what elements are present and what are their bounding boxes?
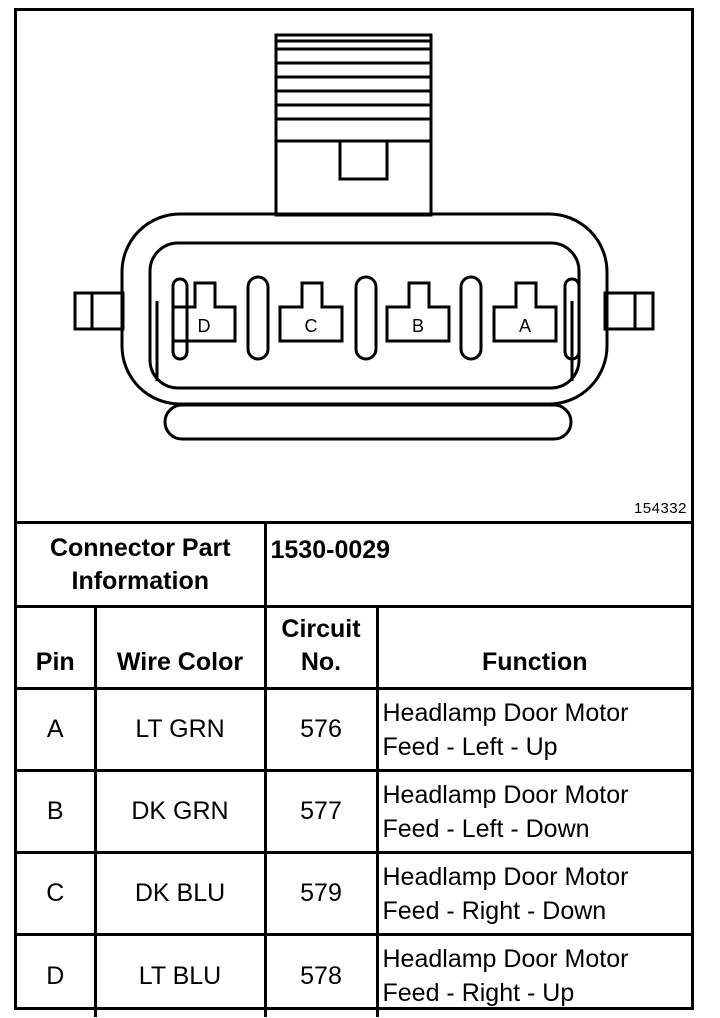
function-line2: Feed - Right - Down [382, 896, 607, 925]
figure-id: 154332 [633, 500, 687, 517]
function-line2: Feed - Right - Up [382, 979, 575, 1008]
header-circuit-line1: Circuit [281, 615, 361, 643]
function-cell: Headlamp Door Motor Feed - Right - Down [375, 851, 691, 936]
pin-cell: B [17, 769, 97, 854]
pin-cavity-b [385, 281, 451, 343]
table-header-row: Pin Wire Color Circuit No. Function [17, 605, 691, 690]
function-cell: Headlamp Door Motor Feed - Left - Down [375, 769, 691, 854]
wire-color-cell: DK GRN [93, 769, 267, 854]
table-row: D LT BLU 578 Headlamp Door Motor Feed - … [17, 933, 691, 1017]
function-line2: Feed - Left - Down [382, 814, 590, 843]
pin-label-b: B [412, 316, 424, 336]
connector-face [148, 241, 581, 390]
header-pin: Pin [17, 605, 97, 690]
connector-info-table: Connector Part Information 1530-0029 Pin… [17, 521, 691, 1017]
function-cell: Headlamp Door Motor Feed - Right - Up [375, 933, 691, 1017]
part-info-label: Connector Part Information [17, 521, 267, 608]
wire-color-cell: DK BLU [93, 851, 267, 936]
table-row: A LT GRN 576 Headlamp Door Motor Feed - … [17, 687, 691, 772]
wire-color-cell: LT BLU [93, 933, 267, 1017]
function-line1: Headlamp Door Motor [382, 698, 629, 727]
header-function: Function [375, 605, 691, 690]
function-line1: Headlamp Door Motor [382, 862, 629, 891]
table-row: B DK GRN 577 Headlamp Door Motor Feed - … [17, 769, 691, 854]
function-cell: Headlamp Door Motor Feed - Left - Up [375, 687, 691, 772]
pin-cavity-c [278, 281, 344, 343]
circuit-cell: 576 [263, 687, 379, 772]
part-info-row: Connector Part Information 1530-0029 [17, 521, 691, 608]
function-line1: Headlamp Door Motor [382, 780, 629, 809]
part-info-label-line1: Connector Part [49, 533, 231, 562]
circuit-cell: 577 [263, 769, 379, 854]
part-number: 1530-0029 [263, 521, 691, 608]
connector-bottom-rail [163, 403, 573, 441]
circuit-cell: 579 [263, 851, 379, 936]
function-line1: Headlamp Door Motor [382, 945, 629, 974]
connector-locking-tab [274, 33, 433, 217]
connector-drawing: D C B A [73, 33, 655, 441]
pin-label-a: A [519, 316, 531, 336]
pin-cell: D [17, 933, 97, 1017]
pin-cavity-d [171, 281, 237, 343]
header-circuit-no: Circuit No. [263, 605, 379, 690]
pin-cell: A [17, 687, 97, 772]
circuit-cell: 578 [263, 933, 379, 1017]
connector-right-ear [603, 291, 655, 331]
pin-cavity-a [492, 281, 558, 343]
table-row: C DK BLU 579 Headlamp Door Motor Feed - … [17, 851, 691, 936]
connector-left-ear [73, 291, 125, 331]
wire-color-cell: LT GRN [93, 687, 267, 772]
pin-label-d: D [198, 316, 211, 336]
pin-cell: C [17, 851, 97, 936]
pin-label-c: C [305, 316, 318, 336]
header-circuit-line2: No. [300, 648, 342, 676]
diagram-frame: D C B A 154332 Connector Part Informatio… [14, 8, 694, 1017]
function-line2: Feed - Left - Up [382, 732, 558, 761]
part-info-label-line2: Information [71, 566, 210, 595]
header-wire-color: Wire Color [93, 605, 267, 690]
